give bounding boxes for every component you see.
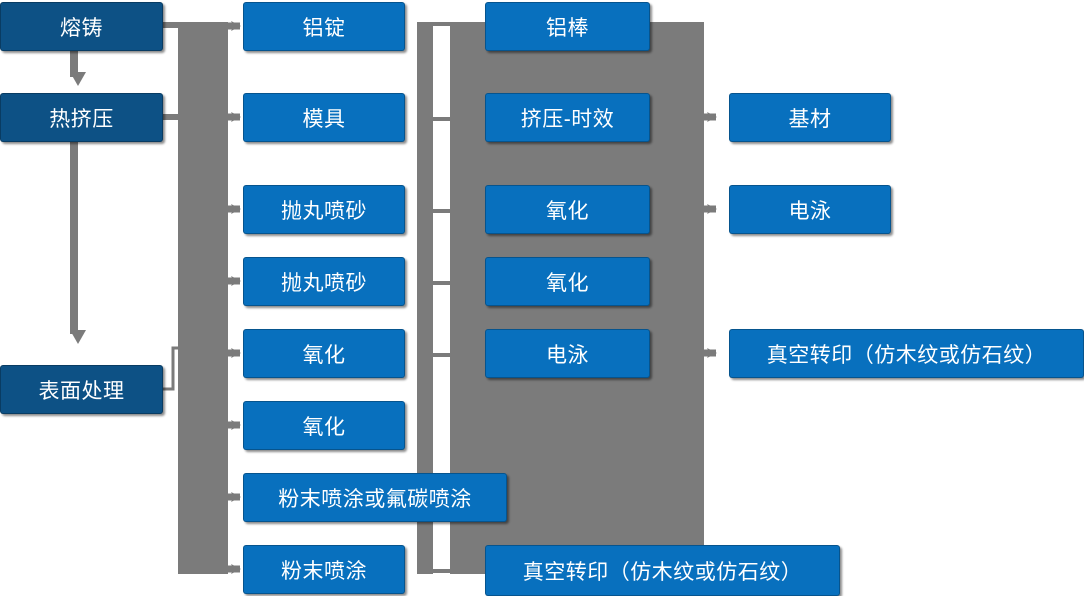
process-box-shot-blasting-2[interactable]: 抛丸喷砂 [243, 257, 405, 306]
process-box-aluminum-ingot[interactable]: 铝锭 [243, 2, 405, 51]
subprocess-label-oxidation-1: 氧化 [546, 199, 589, 223]
subprocess-label-aluminum-bar: 铝棒 [546, 16, 589, 40]
subprocess-box-oxidation-2[interactable]: 氧化 [485, 257, 650, 306]
stage-feeder-hot-extrusion [163, 114, 183, 120]
result-label-base-material: 基材 [788, 107, 832, 131]
stage-to-process-arrows [228, 21, 241, 574]
process-rung-4 [433, 281, 452, 285]
process-label-shot-blasting-1: 抛丸喷砂 [281, 199, 367, 223]
stage-notch-1 [70, 72, 86, 86]
stage-label-melt-cast: 熔铸 [60, 16, 103, 40]
result-label-vacuum-transfer: 真空转印（仿木纹或仿石纹） [766, 343, 1047, 367]
result-box-base-material[interactable]: 基材 [729, 93, 891, 142]
process-rung-2 [433, 117, 452, 121]
process-label-oxidation-2: 氧化 [302, 415, 346, 439]
stage-bracket-spine [178, 22, 228, 574]
subprocess-to-result-arrows [704, 112, 717, 358]
process-box-powder-spray[interactable]: 粉末喷涂 [243, 545, 405, 594]
stage-feeder-surface-treatment [163, 346, 183, 391]
stage-box-surface-treatment[interactable]: 表面处理 [0, 365, 163, 414]
stage-notch-2 [70, 330, 86, 344]
subprocess-label-electrophoresis: 电泳 [546, 343, 589, 367]
subprocess-box-extrusion-aging[interactable]: 挤压-时效 [485, 93, 650, 142]
subprocess-box-oxidation-1[interactable]: 氧化 [485, 185, 650, 234]
process-rung-5 [433, 353, 452, 357]
subprocess-box-vacuum-transfer[interactable]: 真空转印（仿木纹或仿石纹） [485, 545, 840, 596]
subprocess-box-electrophoresis[interactable]: 电泳 [485, 329, 650, 378]
stage-label-hot-extrusion: 热挤压 [49, 107, 114, 131]
subprocess-label-extrusion-aging: 挤压-时效 [520, 107, 615, 131]
stage-box-melt-cast[interactable]: 熔铸 [0, 2, 163, 51]
subprocess-label-oxidation-2: 氧化 [546, 271, 589, 295]
process-rung-6 [433, 569, 452, 573]
stage-drop-2 [70, 142, 78, 334]
process-label-shot-blasting-2: 抛丸喷砂 [281, 271, 367, 295]
stage-drop-1 [70, 51, 78, 77]
process-box-oxidation-2[interactable]: 氧化 [243, 401, 405, 450]
process-label-mould: 模具 [302, 107, 346, 131]
stage-label-surface-treatment: 表面处理 [38, 379, 125, 403]
process-box-powder-or-fluorocarbon-spray[interactable]: 粉末喷涂或氟碳喷涂 [243, 473, 507, 522]
result-label-electrophoresis: 电泳 [788, 199, 832, 223]
process-rung-3 [433, 209, 452, 213]
process-label-powder-or-fluorocarbon-spray: 粉末喷涂或氟碳喷涂 [278, 487, 472, 511]
result-box-electrophoresis[interactable]: 电泳 [729, 185, 891, 234]
result-box-vacuum-transfer[interactable]: 真空转印（仿木纹或仿石纹） [729, 329, 1084, 378]
process-label-powder-spray: 粉末喷涂 [281, 559, 367, 583]
process-box-shot-blasting-1[interactable]: 抛丸喷砂 [243, 185, 405, 234]
process-rung-1 [433, 22, 452, 26]
stage-feeder-melt-cast [163, 22, 183, 28]
process-label-aluminum-ingot: 铝锭 [302, 16, 346, 40]
process-box-oxidation-1[interactable]: 氧化 [243, 329, 405, 378]
subprocess-label-vacuum-transfer: 真空转印（仿木纹或仿石纹） [522, 560, 803, 584]
stage-box-hot-extrusion[interactable]: 热挤压 [0, 93, 163, 142]
process-label-oxidation-1: 氧化 [302, 343, 346, 367]
process-box-mould[interactable]: 模具 [243, 93, 405, 142]
subprocess-box-aluminum-bar[interactable]: 铝棒 [485, 2, 650, 51]
